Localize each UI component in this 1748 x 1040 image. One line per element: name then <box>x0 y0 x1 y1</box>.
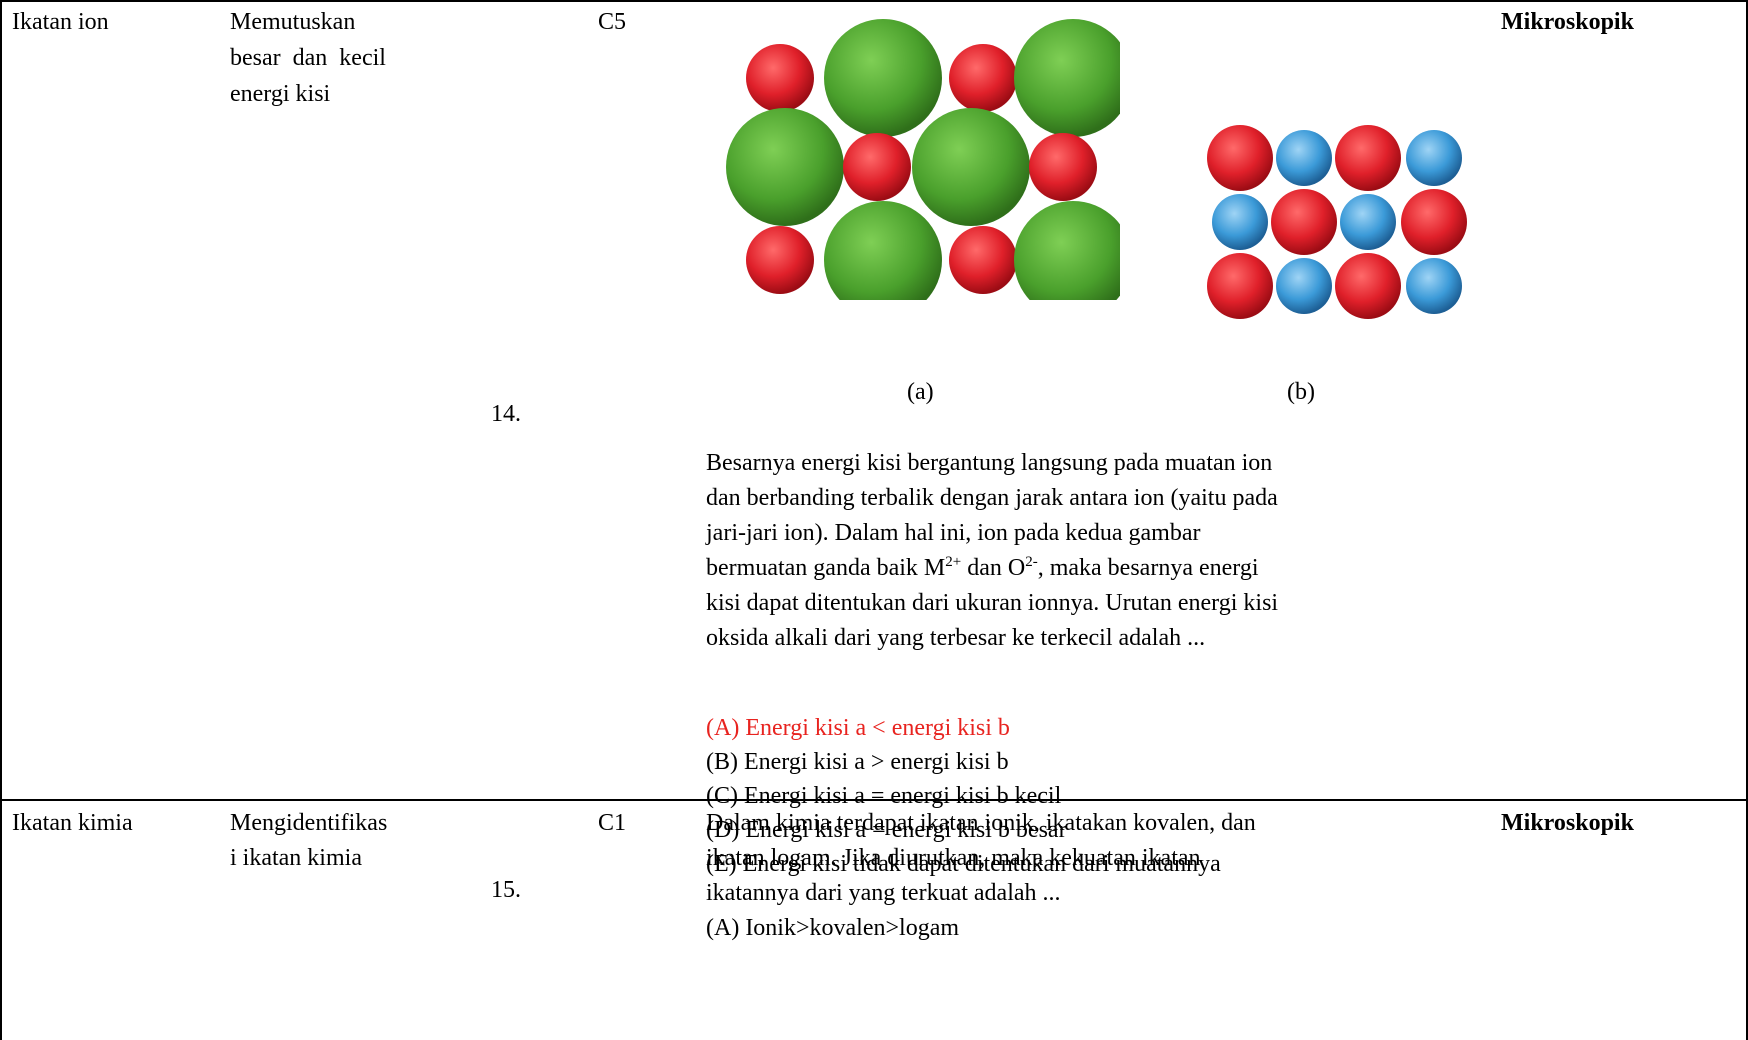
row14-indicator-line1: Memutuskan <box>230 9 356 35</box>
small-ion <box>746 44 814 112</box>
question-line: dan berbanding terbalik dengan jarak ant… <box>706 485 1278 511</box>
table-border-top <box>0 0 1748 2</box>
small-ion <box>1276 130 1332 186</box>
small-ion <box>1335 253 1401 319</box>
large-ion <box>1014 19 1120 137</box>
table-border-left <box>0 0 2 1040</box>
row15-topic: Ikatan kimia <box>12 810 133 836</box>
small-ion <box>1207 125 1273 191</box>
large-ion <box>824 201 942 300</box>
lattice-figure-b <box>1207 125 1467 319</box>
small-ion <box>949 226 1017 294</box>
option-a: (A) Ionik>kovalen>logam <box>706 915 960 941</box>
text-segment: bermuatan ganda baik M <box>706 555 946 581</box>
small-ion <box>1335 125 1401 191</box>
question-line: ikatannya dari yang terkuat adalah ... <box>706 880 1061 906</box>
figure-label-b: (b) <box>1287 379 1315 405</box>
text-segment: , maka besarnya energi <box>1037 555 1259 581</box>
row14-topic: Ikatan ion <box>12 9 109 35</box>
small-ion <box>949 44 1017 112</box>
table-border-right <box>1746 0 1748 1040</box>
row14-representation: Mikroskopik <box>1501 9 1634 35</box>
figure-label-a: (a) <box>907 379 934 405</box>
question-line: ikatan logam. Jika diurutkan, maka kekua… <box>706 845 1201 871</box>
small-ion <box>1340 194 1396 250</box>
charge-superscript: 2- <box>1025 554 1038 570</box>
row15-number: 15. <box>491 877 521 903</box>
option-d: (D) Energi kisi a = energi kisi b besar <box>706 817 1067 843</box>
option-a-correct: (A) Energi kisi a < energi kisi b <box>706 715 1010 741</box>
large-ion <box>824 19 942 137</box>
question-line: kisi dapat ditentukan dari ukuran ionnya… <box>706 590 1279 616</box>
row15-representation: Mikroskopik <box>1501 810 1634 836</box>
question-line: Besarnya energi kisi bergantung langsung… <box>706 450 1273 476</box>
lattice-figure-a <box>726 19 1120 300</box>
small-ion <box>1406 130 1462 186</box>
row14-indicator-line3: energi kisi <box>230 81 331 107</box>
small-ion <box>1207 253 1273 319</box>
small-ion <box>843 133 911 201</box>
charge-superscript: 2+ <box>945 554 962 570</box>
question-15-text: Dalam kimia terdapat ikatan ionik, ikata… <box>706 806 1256 946</box>
option-c: (C) Energi kisi a = energi kisi b kecil <box>706 783 1062 809</box>
large-ion <box>726 108 844 226</box>
question-14-text: Besarnya energi kisi bergantung langsung… <box>706 446 1496 656</box>
row14-level: C5 <box>598 9 627 35</box>
small-ion <box>1401 189 1467 255</box>
small-ion <box>1212 194 1268 250</box>
option-e: (E) Energi kisi tidak dapat ditentukan d… <box>706 851 1221 877</box>
small-ion <box>1276 258 1332 314</box>
row14-indicator-line2: besar dan kecil <box>230 45 386 71</box>
option-b: (B) Energi kisi a > energi kisi b <box>706 749 1009 775</box>
answer-options-14: (A) Energi kisi a < energi kisi b (B) En… <box>706 711 1221 881</box>
row14-number: 14. <box>491 401 521 427</box>
large-ion <box>912 108 1030 226</box>
row-divider <box>0 799 1748 801</box>
small-ion <box>1029 133 1097 201</box>
question-line: jari-jari ion). Dalam hal ini, ion pada … <box>706 520 1201 546</box>
small-ion <box>1271 189 1337 255</box>
small-ion <box>1406 258 1462 314</box>
row15-level: C1 <box>598 810 627 836</box>
question-line-charges: bermuatan ganda baik M2+ dan O2-, maka b… <box>706 551 1496 586</box>
small-ion <box>746 226 814 294</box>
large-ion <box>1014 201 1120 300</box>
row15-indicator-line2: i ikatan kimia <box>230 845 362 871</box>
question-line: Dalam kimia terdapat ikatan ionik, ikata… <box>706 810 1256 836</box>
row15-indicator-line1: Mengidentifikas <box>230 810 388 836</box>
text-segment: dan O <box>961 555 1026 581</box>
question-line: oksida alkali dari yang terbesar ke terk… <box>706 625 1206 651</box>
